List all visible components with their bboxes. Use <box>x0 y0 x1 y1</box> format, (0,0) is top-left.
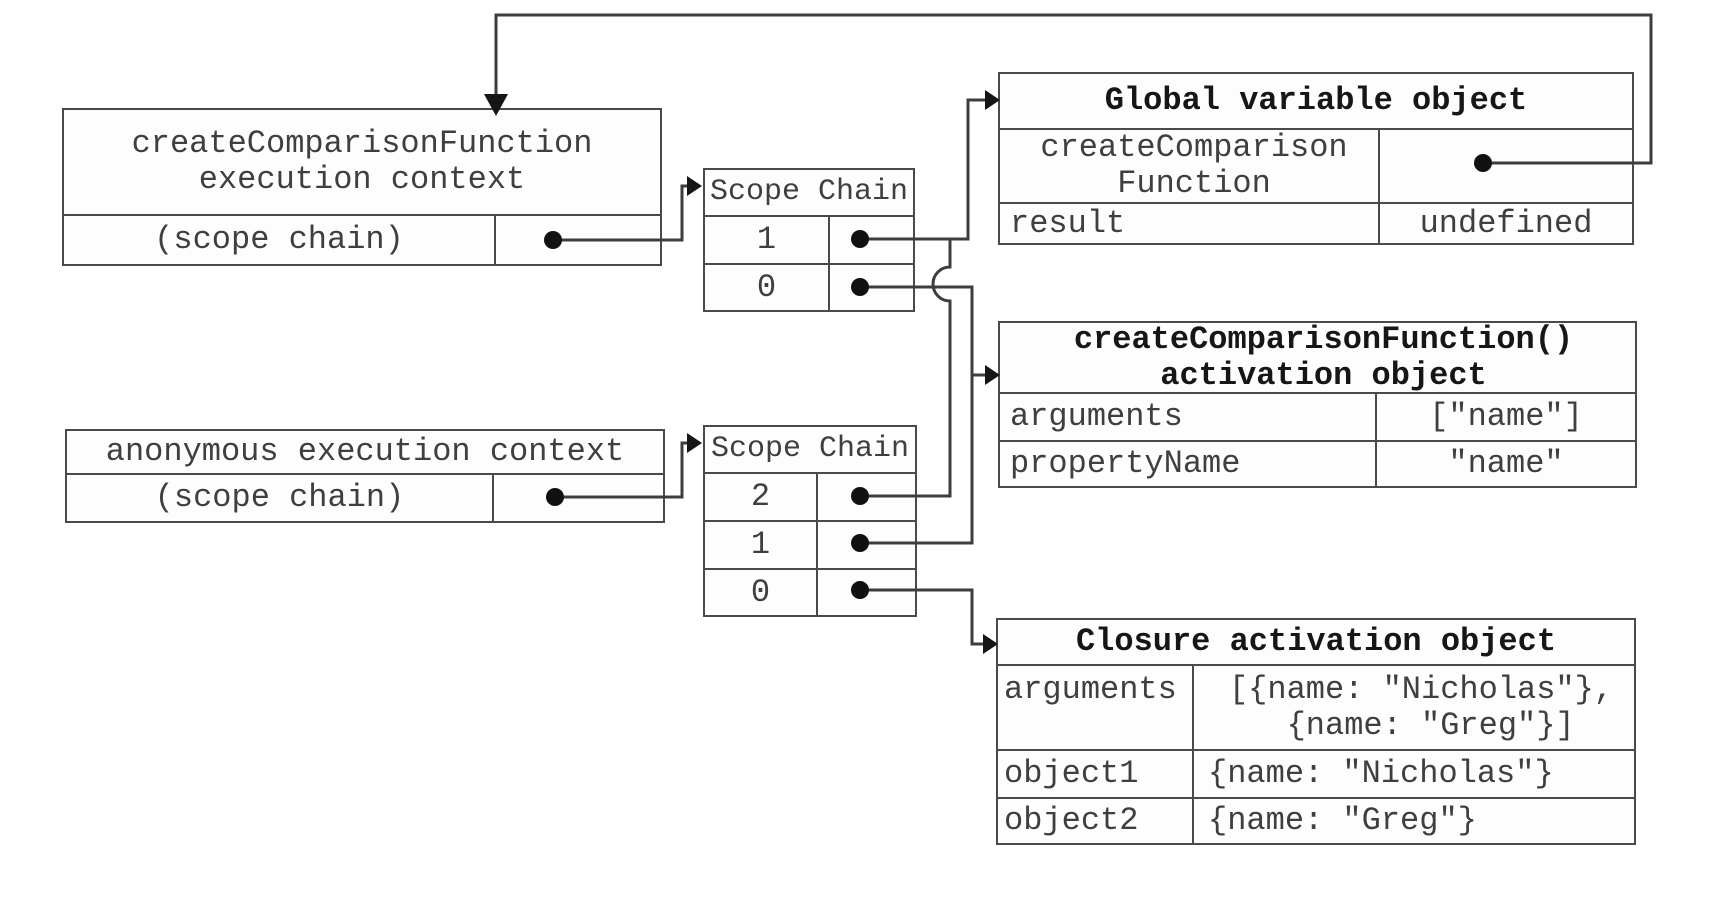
scope-chain2-index-2: 2 <box>750 478 771 516</box>
context1-title-line1: createComparisonFunction <box>131 125 593 163</box>
scope-chain2-pointer-cell-0 <box>816 570 915 615</box>
context2-box: anonymous execution context (scope chain… <box>65 429 665 523</box>
context2-title: anonymous execution context <box>105 433 625 471</box>
global-object-row-result: result undefined <box>1000 202 1632 243</box>
context1-box: createComparisonFunction execution conte… <box>62 108 662 266</box>
scope-chain2-box: Scope Chain 2 1 0 <box>703 425 917 617</box>
scope-chain2-header: Scope Chain <box>710 431 910 466</box>
global-object-row-createComparisonFunction: createComparison Function <box>1000 128 1632 202</box>
activation-object-title: createComparisonFunction() activation ob… <box>1073 320 1574 394</box>
scope-chain1-box: Scope Chain 1 0 <box>703 168 915 312</box>
global-object-pointer-cell <box>1378 130 1632 202</box>
global-object-table: Global variable object createComparison … <box>998 72 1634 245</box>
context2-scope-chain-label: (scope chain) <box>154 479 405 517</box>
global-object-value-result: undefined <box>1378 204 1632 243</box>
closure-object-key-object1: object1 <box>1004 755 1139 793</box>
arrowhead-scopechain2 <box>687 433 702 453</box>
scope-chain1-pointer-cell-0 <box>828 265 913 310</box>
context1-scope-chain-label: (scope chain) <box>154 221 404 259</box>
scope-chain2-index-1: 1 <box>750 526 771 564</box>
arrowhead-scopechain1 <box>687 176 702 196</box>
closure-object-table: Closure activation object arguments [{na… <box>996 618 1636 845</box>
activation-object-key-propertyName: propertyName <box>1010 445 1241 483</box>
context1-title-line2: execution context <box>198 161 526 198</box>
closure-object-value-object2: {name: "Greg"} <box>1192 799 1634 843</box>
closure-object-value-arguments: [{name: "Nicholas"}, {name: "Greg"}] <box>1192 666 1634 749</box>
scope-chain2-row-2: 2 <box>705 472 915 520</box>
global-object-key-result: result <box>1010 204 1126 242</box>
global-object-key-createComparisonFunction: createComparison Function <box>1040 129 1348 202</box>
scope-chain1-header: Scope Chain <box>709 174 909 209</box>
context1-pointer-cell <box>494 216 660 264</box>
scope-chain2-pointer-cell-2 <box>816 474 915 520</box>
activation-object-row-arguments: arguments ["name"] <box>1000 392 1635 440</box>
scope-chain1-pointer-cell-1 <box>828 217 913 263</box>
scope-chain1-row-0: 0 <box>705 263 913 310</box>
scope-chain2-row-1: 1 <box>705 520 915 568</box>
scope-chain2-index-0: 0 <box>750 573 771 611</box>
scope-chain1-index-1: 1 <box>756 221 777 259</box>
global-object-title: Global variable object <box>1104 82 1528 120</box>
activation-object-value-arguments: ["name"] <box>1375 394 1635 440</box>
scope-chain1-row-1: 1 <box>705 215 913 263</box>
activation-object-row-propertyName: propertyName "name" <box>1000 440 1635 486</box>
closure-object-key-arguments: arguments <box>1004 671 1177 708</box>
activation-object-value-propertyName: "name" <box>1375 442 1635 486</box>
closure-object-title: Closure activation object <box>1075 623 1557 661</box>
activation-object-key-arguments: arguments <box>1010 398 1183 436</box>
closure-object-key-object2: object2 <box>1004 802 1139 840</box>
context1-title: createComparisonFunction execution conte… <box>64 110 660 214</box>
scope-chain1-index-0: 0 <box>756 268 777 306</box>
closure-object-row-object1: object1 {name: "Nicholas"} <box>998 749 1634 797</box>
context2-pointer-cell <box>492 475 663 521</box>
closure-object-row-arguments: arguments [{name: "Nicholas"}, {name: "G… <box>998 664 1634 749</box>
scope-chain2-row-0: 0 <box>705 568 915 615</box>
scope-chain2-pointer-cell-1 <box>816 522 915 568</box>
closure-object-value-object1: {name: "Nicholas"} <box>1192 751 1634 797</box>
activation-object-table: createComparisonFunction() activation ob… <box>998 321 1637 488</box>
closure-object-row-object2: object2 {name: "Greg"} <box>998 797 1634 843</box>
